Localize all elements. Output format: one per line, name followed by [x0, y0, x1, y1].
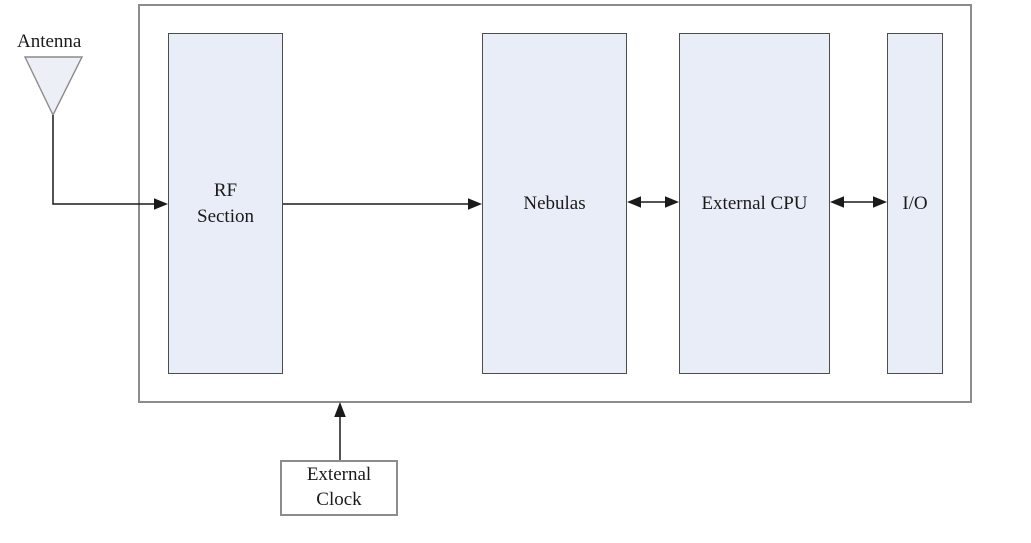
- block-io: I/O: [887, 33, 943, 374]
- antenna-label: Antenna: [17, 31, 82, 52]
- arrowhead-into-boundary: [334, 402, 346, 417]
- block-rf-section-label: RF Section: [197, 179, 254, 227]
- block-rf-section: RF Section: [168, 33, 283, 374]
- block-nebulas: Nebulas: [482, 33, 627, 374]
- block-external-cpu: External CPU: [679, 33, 830, 374]
- external-clock-label: External Clock: [306, 464, 372, 510]
- external-clock-box: External Clock: [280, 460, 398, 516]
- block-nebulas-label: Nebulas: [523, 192, 586, 214]
- block-io-label: I/O: [902, 192, 928, 214]
- antenna-icon: [23, 56, 84, 117]
- block-external-cpu-label: External CPU: [701, 192, 808, 214]
